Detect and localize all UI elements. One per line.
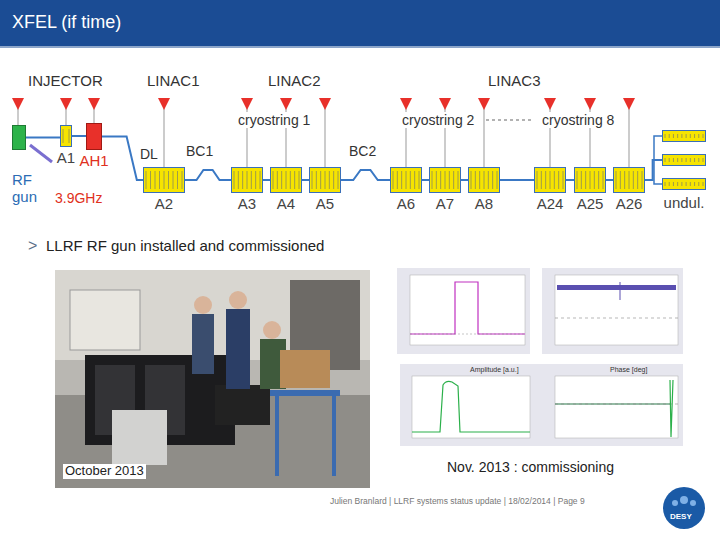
node-outline	[574, 167, 606, 193]
node-outline	[390, 167, 422, 193]
cryomodule: A2	[143, 167, 185, 193]
section-label: DL	[140, 146, 158, 162]
beamline	[606, 179, 613, 181]
plot-title: Phase [deg]	[610, 366, 647, 374]
beamline	[645, 160, 662, 180]
beamline	[500, 179, 534, 181]
node-outline	[270, 167, 302, 193]
footer-text: Julien Branlard | LLRF systems status up…	[330, 497, 585, 507]
section-label: BC2	[349, 143, 376, 159]
node-outline	[309, 167, 341, 193]
node-outline	[143, 167, 185, 193]
cryomodule: A6	[390, 167, 422, 193]
node-label: A1	[57, 150, 75, 167]
phase-plot	[542, 268, 683, 354]
node-label: A4	[277, 196, 295, 213]
heading: LINAC1	[147, 72, 200, 89]
header-rule	[0, 47, 720, 48]
node-outline	[86, 123, 102, 150]
node-label: A24	[537, 196, 564, 213]
node-label: A6	[397, 196, 415, 213]
desy-logo	[663, 487, 705, 529]
node-outline	[60, 125, 72, 147]
frequency-label: 3.9GHz	[55, 190, 102, 206]
node-outline	[468, 167, 500, 193]
beamline	[185, 170, 231, 180]
rf-station-triangles	[12, 98, 635, 110]
node-label: A2	[155, 196, 173, 213]
node-label: AH1	[79, 153, 108, 170]
section-label: cryostring 8	[540, 112, 616, 128]
cryomodule: A26	[613, 167, 645, 193]
beamline	[422, 179, 429, 181]
cryomodule: A7	[429, 167, 461, 193]
header-bar	[0, 0, 720, 46]
node-outline	[429, 167, 461, 193]
amplitude-plot	[397, 268, 530, 354]
logo-text: DESY	[670, 512, 692, 521]
node-label: undul.	[664, 195, 705, 212]
heading: LINAC3	[488, 72, 541, 89]
commissioning-plot	[400, 364, 683, 446]
node-outline	[613, 167, 645, 193]
cryomodule: A25	[574, 167, 606, 193]
heading: LINAC2	[268, 72, 321, 89]
heading: INJECTOR	[28, 72, 103, 89]
lab-photo	[55, 270, 370, 488]
node-label: A7	[436, 196, 454, 213]
beamline	[302, 179, 309, 181]
section-label: cryostring 2	[400, 112, 476, 128]
section-label: cryostring 1	[236, 112, 312, 128]
slide-title: XFEL (if time)	[12, 12, 121, 33]
node-outline	[12, 125, 26, 150]
cryomodule: A4	[270, 167, 302, 193]
node-outline	[662, 128, 706, 192]
node-outline	[231, 167, 263, 193]
cryomodule: AH1	[86, 123, 102, 150]
section-label: BC1	[186, 143, 213, 159]
cryomodule: A8	[468, 167, 500, 193]
node-label: A26	[616, 196, 643, 213]
beamline	[72, 135, 86, 137]
cryomodule: A5	[309, 167, 341, 193]
dashed-continuation	[486, 119, 534, 121]
cryomodule: A3	[231, 167, 263, 193]
bullet-text: LLRF RF gun installed and commissioned	[46, 237, 324, 254]
beamline	[263, 179, 270, 181]
beamline	[566, 179, 574, 181]
beamline	[341, 170, 390, 180]
rf-gun: RF gun	[12, 125, 26, 150]
node-outline	[534, 167, 566, 193]
node-label: RF gun	[12, 172, 42, 205]
cryomodule: A24	[534, 167, 566, 193]
plot-title: Amplitude [a.u.]	[470, 366, 519, 374]
plot-caption: Nov. 2013 : commissioning	[447, 459, 614, 475]
photo-caption: October 2013	[63, 464, 146, 479]
node-label: A25	[577, 196, 604, 213]
node-label: A5	[316, 196, 334, 213]
beamline	[26, 137, 60, 139]
laser-line	[30, 145, 52, 162]
beamline	[461, 179, 468, 181]
cryomodule: A1	[60, 125, 72, 147]
bullet-mark: >	[28, 237, 37, 255]
node-label: A8	[475, 196, 493, 213]
undulator: undul.	[662, 128, 706, 192]
node-label: A3	[238, 196, 256, 213]
